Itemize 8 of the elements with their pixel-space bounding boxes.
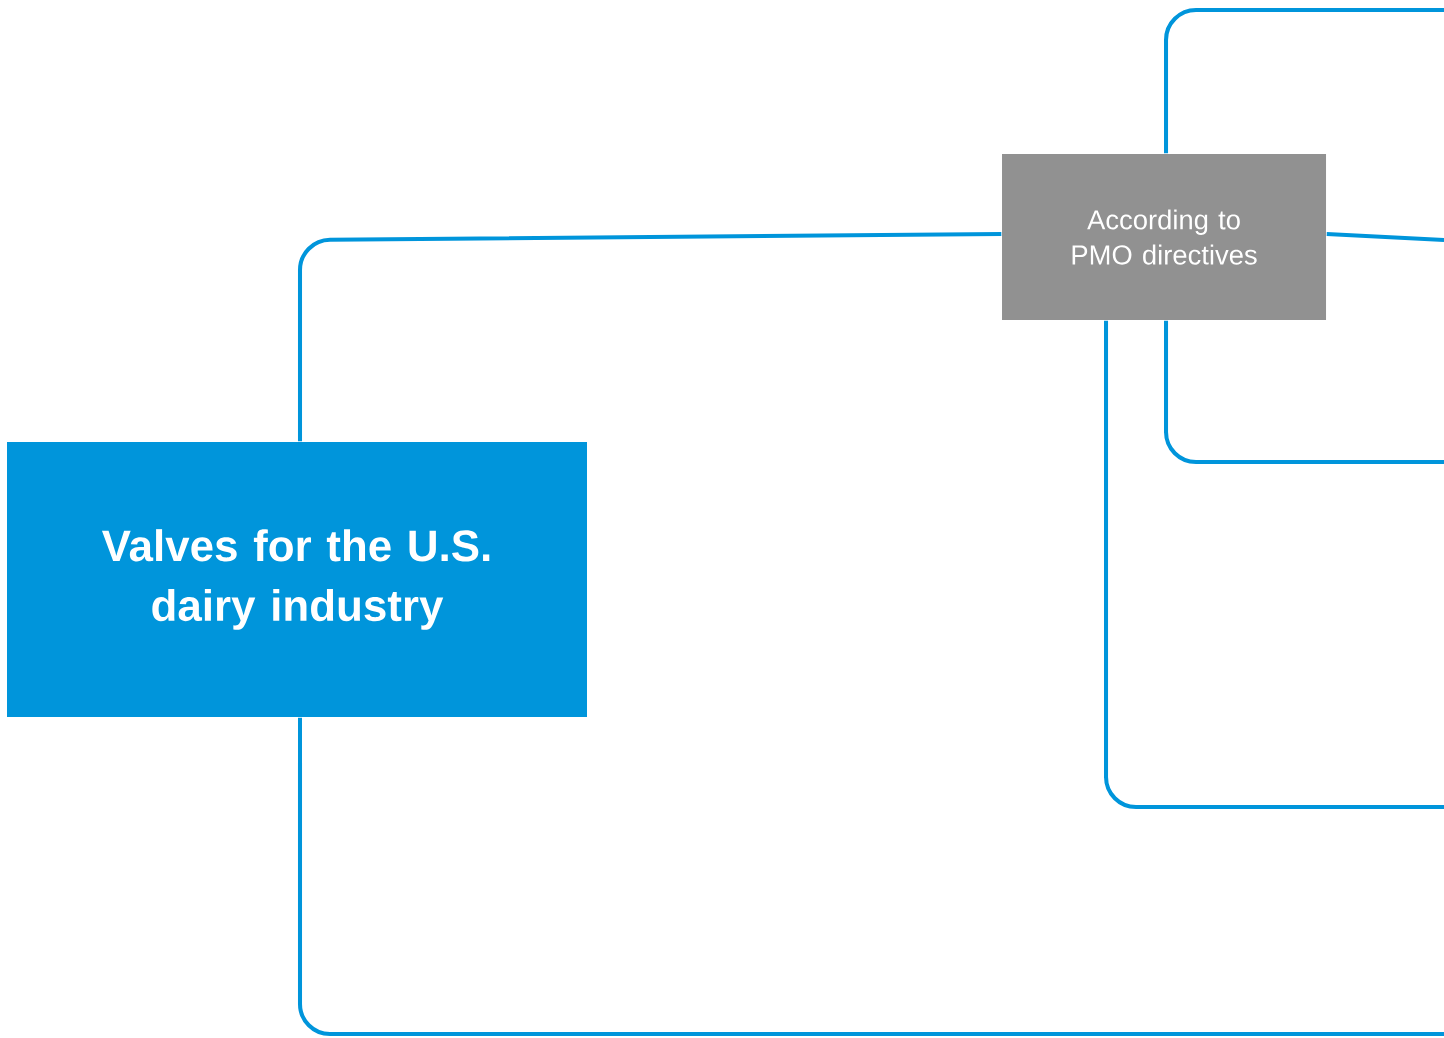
title-box: Valves for the U.S. dairy industry: [7, 442, 587, 717]
connector-line: [1164, 320, 1444, 465]
connector-line: [298, 717, 1444, 1037]
connector-line: [1104, 320, 1444, 810]
connector-line: [1326, 232, 1444, 243]
process-box: According to PMO directives: [1002, 154, 1326, 320]
connector-line: [1164, 8, 1444, 154]
connector-line: [298, 232, 1002, 442]
